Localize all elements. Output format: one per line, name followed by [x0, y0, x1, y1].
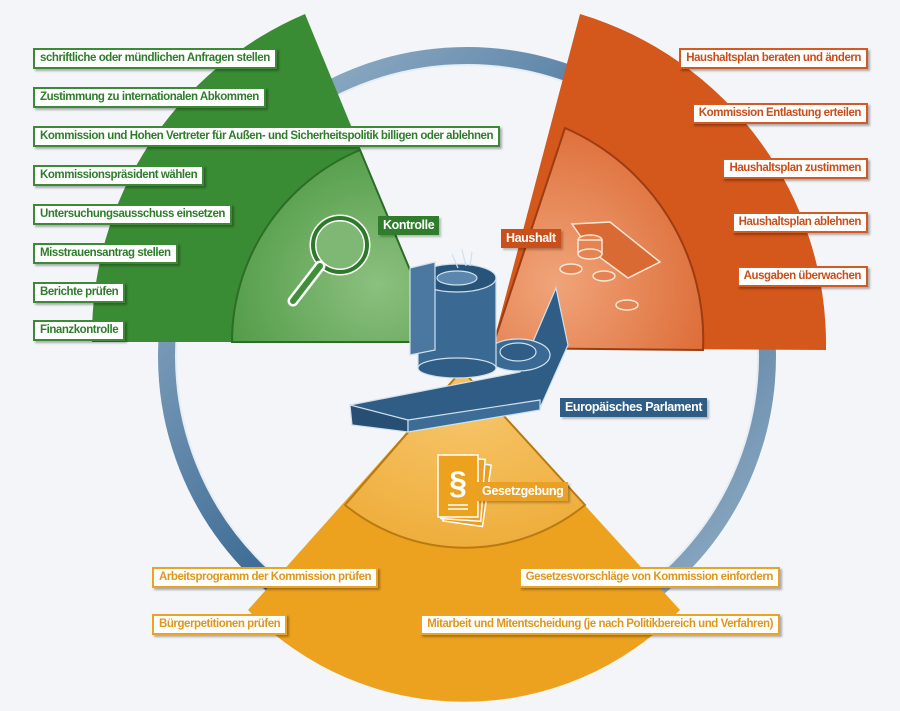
- budget-title: Haushalt: [501, 229, 561, 248]
- parliament-building-icon: [349, 249, 569, 433]
- legislation-item: Arbeitsprogramm der Kommission prüfen: [152, 567, 379, 588]
- budget-item: Haushaltsplan ablehnen: [731, 212, 868, 233]
- control-item: Misstrauensantrag stellen: [33, 243, 178, 264]
- control-item: Kommission und Hohen Vertreter für Außen…: [33, 126, 501, 147]
- legislation-title: Gesetzgebung: [477, 482, 569, 501]
- control-item: schriftliche oder mündlichen Anfragen st…: [33, 48, 277, 69]
- legislation-item: Gesetzesvorschläge von Kommission einfor…: [518, 567, 780, 588]
- legislation-item: Mitarbeit und Mitentscheidung (je nach P…: [420, 614, 780, 635]
- budget-item: Kommission Entlastung erteilen: [691, 103, 868, 124]
- control-item: Berichte prüfen: [33, 282, 126, 303]
- paragraph-document-icon: §: [437, 454, 492, 528]
- parliament-label: Europäisches Parlament: [560, 398, 708, 417]
- control-title: Kontrolle: [378, 216, 440, 235]
- magnifier-icon: [287, 214, 371, 307]
- control-item: Kommissionspräsident wählen: [33, 165, 205, 186]
- control-item: Zustimmung zu internationalen Abkommen: [33, 87, 266, 108]
- control-item: Untersuchungsausschuss einsetzen: [33, 204, 232, 225]
- legislation-item: Bürgerpetitionen prüfen: [152, 614, 288, 635]
- budget-item: Ausgaben überwachen: [736, 266, 868, 287]
- budget-item: Haushaltsplan zustimmen: [722, 158, 868, 179]
- budget-item: Haushaltsplan beraten und ändern: [679, 48, 868, 69]
- svg-text:§: §: [449, 465, 467, 501]
- money-coins-icon: [559, 221, 662, 311]
- control-item: Finanzkontrolle: [33, 320, 126, 341]
